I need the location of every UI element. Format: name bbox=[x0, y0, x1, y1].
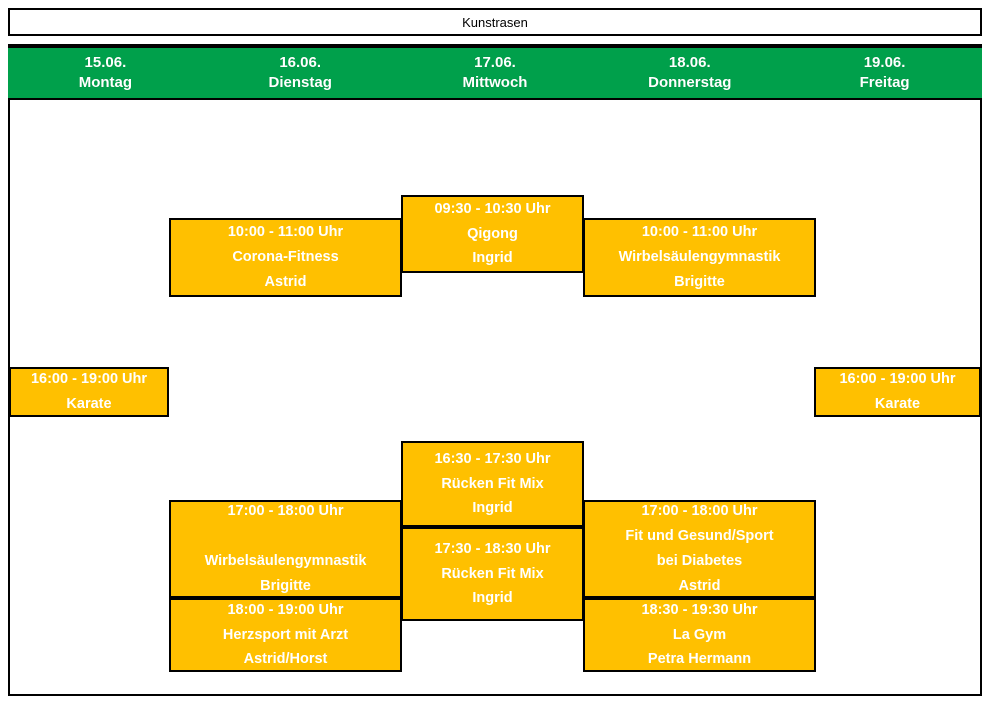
event-instructor: Astrid bbox=[264, 273, 307, 290]
event-block[interactable]: 18:00 - 19:00 Uhr Herzsport mit Arzt Ast… bbox=[169, 598, 402, 672]
day-date: 17.06. bbox=[474, 54, 516, 72]
event-title-line-2: bei Diabetes bbox=[656, 553, 743, 569]
event-instructor: Petra Hermann bbox=[647, 651, 752, 668]
event-time: 09:30 - 10:30 Uhr bbox=[434, 200, 551, 217]
event-title: Rücken Fit Mix bbox=[441, 475, 544, 492]
day-column-header-dienstag: 16.06. Dienstag bbox=[203, 48, 398, 98]
day-name: Dienstag bbox=[268, 74, 332, 91]
event-block[interactable]: 10:00 - 11:00 Uhr Wirbelsäulengymnastik … bbox=[583, 218, 816, 297]
event-instructor: Brigitte bbox=[674, 273, 725, 290]
day-column-header-donnerstag: 18.06. Donnerstag bbox=[592, 48, 787, 98]
event-title: Corona-Fitness bbox=[232, 249, 339, 266]
day-column-header-freitag: 19.06. Freitag bbox=[787, 48, 982, 98]
weekday-header-row: 15.06. Montag 16.06. Dienstag 17.06. Mit… bbox=[8, 46, 982, 100]
event-time: 18:30 - 19:30 Uhr bbox=[641, 601, 758, 618]
event-title: Rücken Fit Mix bbox=[441, 565, 544, 582]
event-block[interactable]: 09:30 - 10:30 Uhr Qigong Ingrid bbox=[401, 195, 584, 273]
event-block[interactable]: 16:30 - 17:30 Uhr Rücken Fit Mix Ingrid bbox=[401, 441, 584, 527]
event-time: 17:00 - 18:00 Uhr bbox=[227, 503, 344, 520]
event-time: 10:00 - 11:00 Uhr bbox=[227, 224, 344, 241]
day-date: 18.06. bbox=[668, 54, 711, 72]
event-time: 17:00 - 18:00 Uhr bbox=[641, 503, 758, 520]
event-title: Wirbelsäulengymnastik bbox=[618, 249, 781, 266]
event-title: La Gym bbox=[672, 626, 727, 643]
event-block[interactable]: 16:00 - 19:00 Uhr Karate bbox=[814, 367, 981, 417]
event-time: 16:00 - 19:00 Uhr bbox=[30, 371, 148, 388]
event-title: Herzsport mit Arzt bbox=[222, 626, 349, 643]
event-block[interactable]: 17:30 - 18:30 Uhr Rücken Fit Mix Ingrid bbox=[401, 527, 584, 621]
day-column-header-montag: 15.06. Montag bbox=[8, 48, 203, 98]
event-time: 16:30 - 17:30 Uhr bbox=[434, 450, 551, 467]
day-name: Montag bbox=[78, 74, 133, 91]
event-block[interactable]: 17:00 - 18:00 Uhr Wirbelsäulengymnastik … bbox=[169, 500, 402, 598]
event-block[interactable]: 17:00 - 18:00 Uhr Fit und Gesund/Sport b… bbox=[583, 500, 816, 598]
event-time: 18:00 - 19:00 Uhr bbox=[227, 601, 344, 618]
event-time: 16:00 - 19:00 Uhr bbox=[839, 371, 956, 388]
event-block[interactable]: 18:30 - 19:30 Uhr La Gym Petra Hermann bbox=[583, 598, 816, 672]
day-column-header-mittwoch: 17.06. Mittwoch bbox=[398, 48, 593, 98]
event-instructor: Astrid bbox=[678, 577, 721, 594]
event-block[interactable]: 10:00 - 11:00 Uhr Corona-Fitness Astrid bbox=[169, 218, 402, 297]
event-instructor: Ingrid bbox=[472, 250, 513, 267]
event-instructor: Ingrid bbox=[472, 500, 513, 517]
day-date: 19.06. bbox=[863, 54, 906, 72]
day-name: Freitag bbox=[859, 74, 910, 91]
event-block[interactable]: 16:00 - 19:00 Uhr Karate bbox=[9, 367, 169, 417]
page-title: Kunstrasen bbox=[462, 14, 528, 30]
event-title: Wirbelsäulengymnastik bbox=[204, 553, 367, 569]
day-date: 16.06. bbox=[279, 54, 322, 72]
venue-title-bar: Kunstrasen bbox=[8, 8, 982, 36]
day-name: Donnerstag bbox=[648, 74, 732, 91]
event-title: Qigong bbox=[467, 225, 518, 242]
event-time: 10:00 - 11:00 Uhr bbox=[641, 224, 758, 241]
event-instructor: Brigitte bbox=[260, 577, 311, 594]
day-date: 15.06. bbox=[84, 54, 127, 72]
event-instructor: Astrid/Horst bbox=[243, 651, 328, 668]
event-title-line-1: Fit und Gesund/Sport bbox=[625, 528, 774, 545]
event-title: Karate bbox=[874, 396, 921, 412]
event-time: 17:30 - 18:30 Uhr bbox=[434, 540, 551, 557]
day-name: Mittwoch bbox=[462, 74, 528, 91]
event-title: Karate bbox=[66, 396, 112, 412]
event-instructor: Ingrid bbox=[472, 590, 513, 607]
